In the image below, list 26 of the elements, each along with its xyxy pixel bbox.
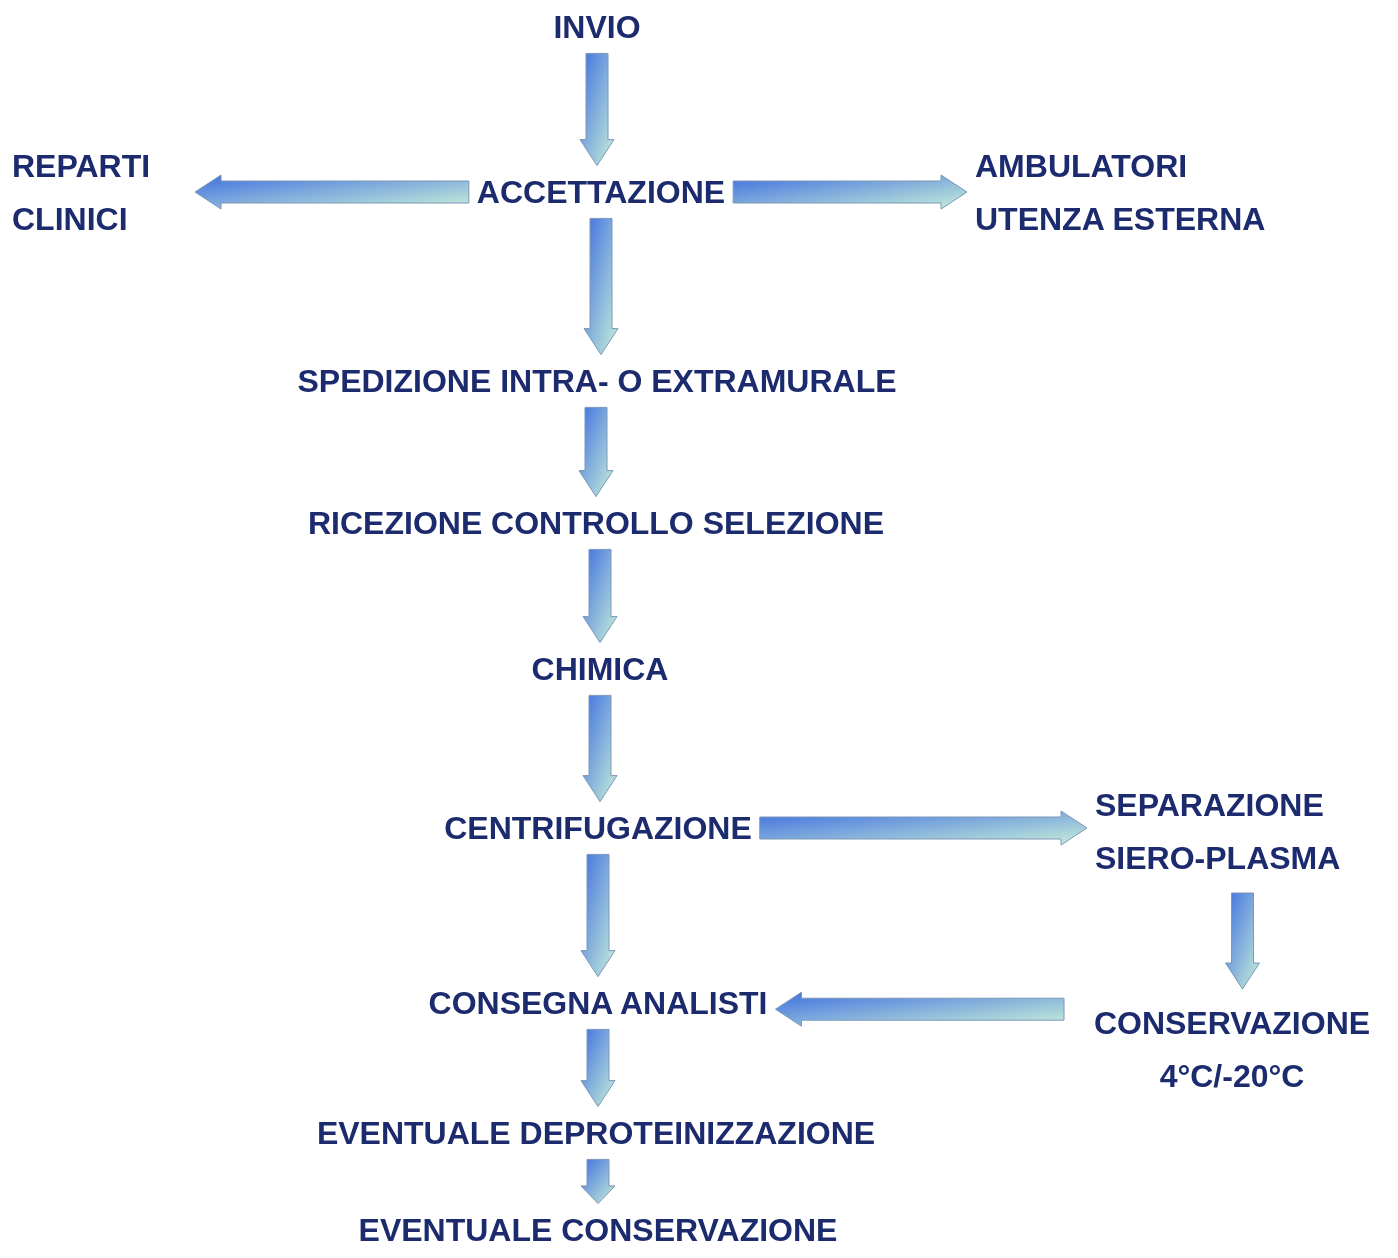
arrow [580, 1158, 616, 1205]
arrow [1225, 892, 1260, 990]
arrow [580, 853, 616, 978]
arrow [582, 694, 618, 803]
arrow [578, 406, 614, 498]
arrow [759, 810, 1088, 846]
step-label: RICEZIONE CONTROLLO SELEZIONE [308, 504, 884, 542]
step-label: REPARTI CLINICI [12, 147, 152, 239]
step-label: ACCETTAZIONE [476, 173, 726, 211]
step-label: INVIO [553, 8, 641, 46]
arrow [580, 1028, 616, 1108]
arrow [732, 174, 968, 210]
arrow [194, 174, 470, 210]
step-label: CONSEGNA ANALISTI [428, 984, 768, 1022]
step-label: SEPARAZIONE SIERO-PLASMA [1095, 786, 1342, 878]
step-label: EVENTUALE CONSERVAZIONE [358, 1211, 838, 1249]
arrow [582, 548, 618, 644]
step-label: EVENTUALE DEPROTEINIZZAZIONE [316, 1114, 876, 1152]
step-label: CONSERVAZIONE 4°C/-20°C [1092, 1004, 1372, 1096]
step-label: CHIMICA [531, 650, 669, 688]
arrow [775, 991, 1065, 1027]
arrow [583, 217, 619, 356]
arrow [579, 52, 615, 167]
step-label: SPEDIZIONE INTRA- O EXTRAMURALE [297, 362, 897, 400]
step-label: AMBULATORI UTENZA ESTERNA [975, 147, 1267, 239]
step-label: CENTRIFUGAZIONE [444, 809, 752, 847]
